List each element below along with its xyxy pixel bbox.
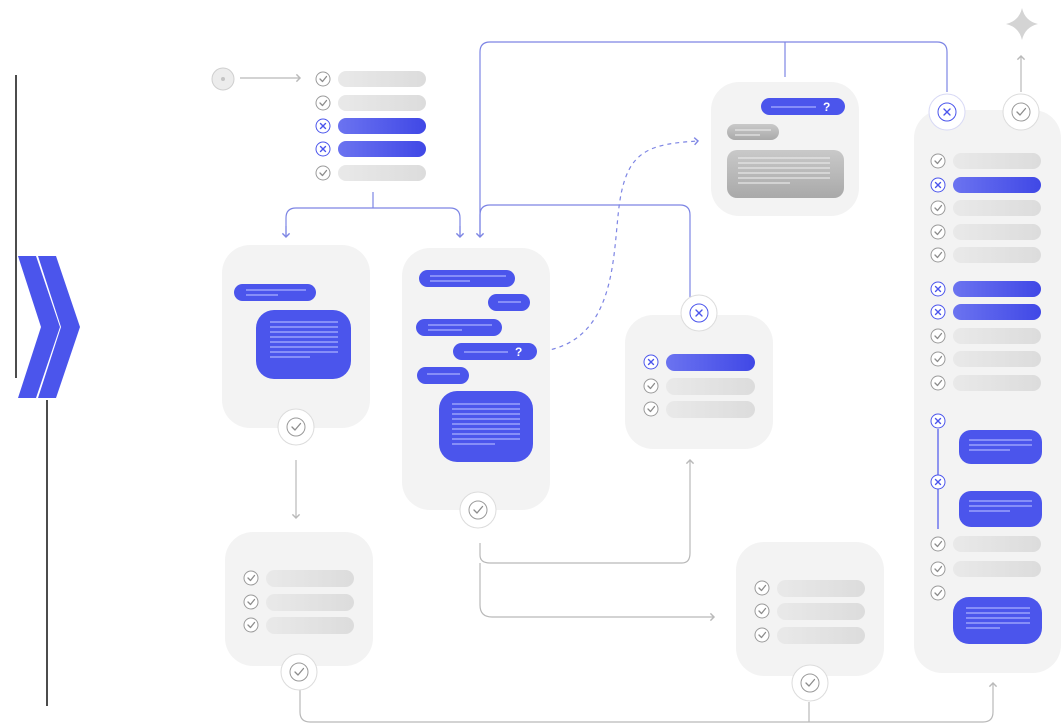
list-item-bar xyxy=(953,561,1041,577)
x-circle-icon xyxy=(930,474,946,490)
top-checklist xyxy=(315,71,426,181)
check-circle-icon xyxy=(1002,93,1040,131)
chat-bubble xyxy=(419,270,515,287)
chat-bubble xyxy=(234,284,316,301)
list-item-bar xyxy=(777,580,865,597)
sparkle-icon xyxy=(1006,8,1038,40)
options-card xyxy=(625,315,773,449)
question-card: ? xyxy=(711,82,859,216)
list-item-bar xyxy=(953,224,1041,240)
list-item-bar-selected xyxy=(338,118,426,134)
list-item-bar xyxy=(953,153,1041,169)
x-circle-icon xyxy=(315,118,331,134)
x-circle-icon xyxy=(930,304,946,320)
start-node-icon xyxy=(211,67,235,91)
chat-bubble xyxy=(416,319,502,336)
check-circle-icon xyxy=(930,351,946,367)
check-circle-icon xyxy=(459,491,497,529)
right-tall-card xyxy=(914,110,1061,673)
check-circle-icon xyxy=(930,247,946,263)
list-item-bar xyxy=(338,165,426,181)
check-circle-icon xyxy=(277,408,315,446)
list-item-bar xyxy=(777,603,865,620)
check-circle-icon xyxy=(930,375,946,391)
check-circle-icon xyxy=(280,653,318,691)
check-circle-icon xyxy=(930,224,946,240)
chat-bubble-large xyxy=(256,310,351,379)
check-circle-icon xyxy=(243,594,259,610)
check-circle-icon xyxy=(930,200,946,216)
check-circle-icon xyxy=(791,664,829,702)
reply-bubble xyxy=(727,124,779,140)
x-circle-icon xyxy=(930,177,946,193)
check-circle-icon xyxy=(930,561,946,577)
check-circle-icon xyxy=(315,165,331,181)
connectors xyxy=(240,41,1026,723)
chat-bubble xyxy=(417,367,469,384)
list-item-bar-selected xyxy=(953,304,1041,320)
check-circle-icon xyxy=(243,570,259,586)
list-item-bar xyxy=(338,95,426,111)
list-item-bar xyxy=(953,247,1041,263)
chat-bubble-large xyxy=(439,391,533,462)
check-circle-icon xyxy=(643,378,659,394)
check-circle-icon xyxy=(754,603,770,619)
check-circle-icon xyxy=(930,585,946,601)
question-mark: ? xyxy=(823,100,830,114)
list-item-bar xyxy=(266,617,354,634)
list-item-bar xyxy=(953,351,1041,367)
check-circle-icon xyxy=(754,580,770,596)
left-chat-card xyxy=(222,245,370,428)
check-circle-icon xyxy=(643,401,659,417)
list-item-bar xyxy=(953,328,1041,344)
x-circle-icon xyxy=(643,354,659,370)
bottom-right-checklist-card xyxy=(736,542,884,676)
list-item-bar xyxy=(338,71,426,87)
reply-bubble-large xyxy=(727,150,844,198)
check-circle-icon xyxy=(754,627,770,643)
list-item-bar-selected xyxy=(953,281,1041,297)
x-circle-icon xyxy=(928,93,966,131)
bottom-left-checklist-card xyxy=(225,532,373,666)
list-item-bar xyxy=(953,200,1041,216)
check-circle-icon xyxy=(243,617,259,633)
check-circle-icon xyxy=(315,71,331,87)
check-circle-icon xyxy=(315,95,331,111)
left-decoration xyxy=(15,75,80,706)
list-item-bar xyxy=(266,594,354,611)
list-item-bar xyxy=(953,375,1041,391)
chat-bubble xyxy=(959,491,1042,527)
check-circle-icon xyxy=(930,536,946,552)
list-item-bar xyxy=(777,627,865,644)
chat-bubble-large xyxy=(953,597,1042,644)
list-item-bar xyxy=(666,378,755,395)
list-item-bar-selected xyxy=(666,354,755,371)
check-circle-icon xyxy=(930,328,946,344)
x-circle-icon xyxy=(315,141,331,157)
center-chat-card: ? xyxy=(402,248,550,510)
list-item-bar-selected xyxy=(953,177,1041,193)
question-mark: ? xyxy=(515,345,522,359)
chevron-right-icon xyxy=(18,256,80,398)
chat-bubble xyxy=(959,430,1042,464)
x-circle-icon xyxy=(680,294,718,332)
list-item-bar xyxy=(666,401,755,418)
x-circle-icon xyxy=(930,413,946,429)
x-circle-icon xyxy=(930,281,946,297)
check-circle-icon xyxy=(930,153,946,169)
list-item-bar-selected xyxy=(338,141,426,157)
list-item-bar xyxy=(266,570,354,587)
list-item-bar xyxy=(953,536,1041,552)
